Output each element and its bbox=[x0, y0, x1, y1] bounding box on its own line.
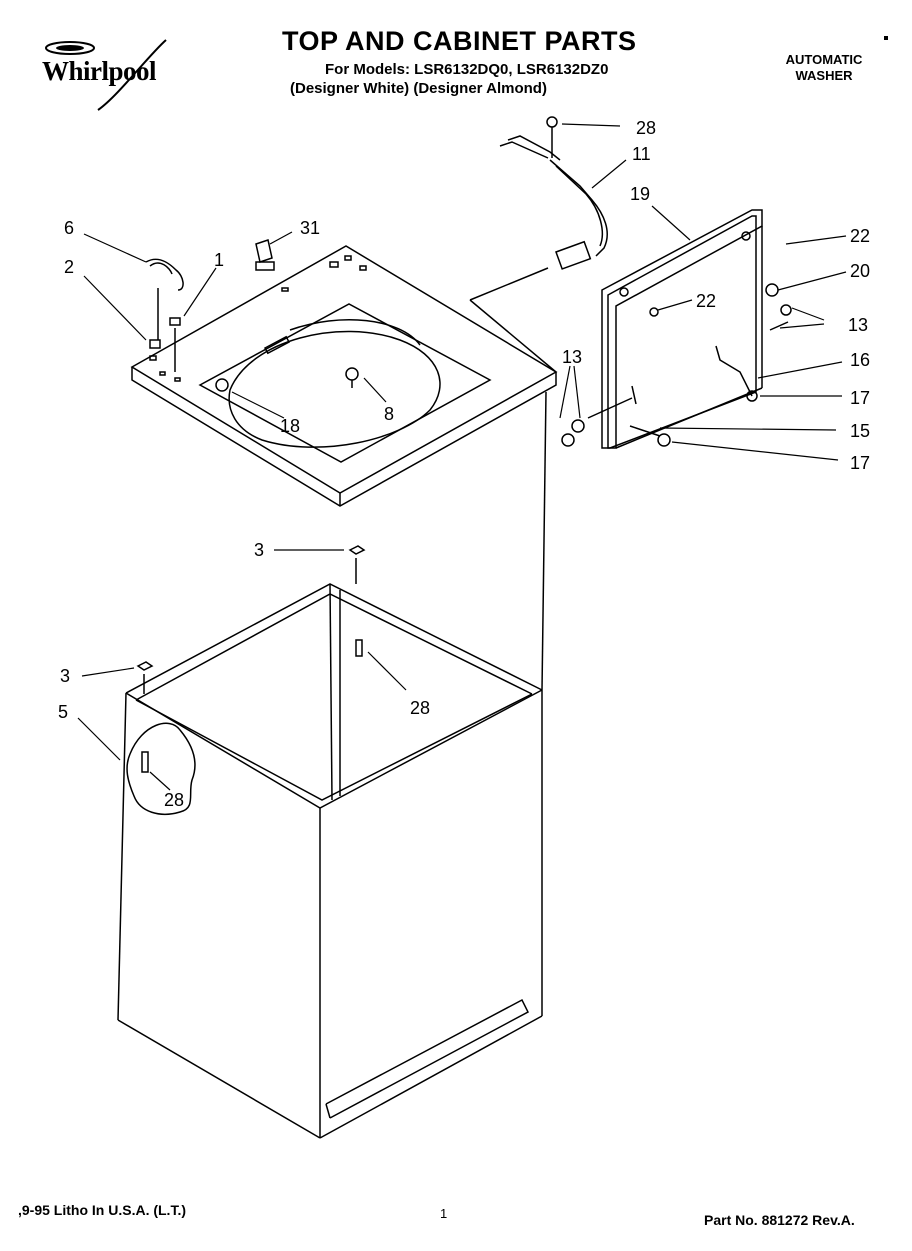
callout-28-cabinet: 28 bbox=[410, 698, 430, 718]
callout-28-cutaway: 28 bbox=[164, 790, 184, 810]
models-line: For Models: LSR6132DQ0, LSR6132DZ0 bbox=[325, 61, 609, 78]
leader-lines bbox=[77, 123, 847, 791]
page-number: 1 bbox=[440, 1206, 448, 1221]
callout-3-upper: 3 bbox=[254, 540, 264, 560]
callout-31: 31 bbox=[300, 218, 320, 238]
callout-17-lower: 17 bbox=[850, 453, 870, 473]
part-31-bracket bbox=[255, 239, 275, 271]
callout-22-right: 22 bbox=[850, 226, 870, 246]
callout-8: 8 bbox=[384, 404, 394, 424]
brand-name: Whirlpool bbox=[42, 56, 157, 86]
product-type: AUTOMATIC WASHER bbox=[776, 52, 872, 84]
logo-swoosh-icon bbox=[45, 39, 167, 111]
callout-13-right: 13 bbox=[848, 315, 868, 335]
callout-17-upper: 17 bbox=[850, 388, 870, 408]
callout-3-lower: 3 bbox=[60, 666, 70, 686]
callout-13-left: 13 bbox=[562, 347, 582, 367]
callout-5: 5 bbox=[58, 702, 68, 722]
console-frame bbox=[601, 209, 763, 449]
part-3-clips bbox=[136, 545, 366, 694]
callout-1: 1 bbox=[214, 250, 224, 270]
callout-6: 6 bbox=[64, 218, 74, 238]
variants-line: (Designer White) (Designer Almond) bbox=[290, 80, 547, 97]
callout-labels: 28 11 19 22 20 13 16 17 15 17 22 13 6 31… bbox=[58, 118, 870, 810]
wire-harness bbox=[469, 135, 608, 373]
callout-11: 11 bbox=[632, 144, 651, 164]
callout-22-console: 22 bbox=[696, 291, 716, 311]
callout-18: 18 bbox=[280, 416, 300, 436]
part-8-screw bbox=[345, 367, 359, 388]
part-2-bracket bbox=[149, 288, 161, 349]
whirlpool-logo: Whirlpool bbox=[38, 36, 198, 112]
litho-note: ,9-95 Litho In U.S.A. (L.T.) bbox=[18, 1202, 186, 1218]
product-type-line1: AUTOMATIC bbox=[785, 52, 863, 67]
page-title: TOP AND CABINET PARTS bbox=[282, 26, 637, 56]
part-28-screw-top bbox=[546, 116, 558, 158]
top-panel bbox=[130, 245, 558, 507]
product-type-line2: WASHER bbox=[795, 68, 853, 83]
part-28-screws-cabinet bbox=[141, 639, 363, 773]
cabinet bbox=[117, 391, 547, 1139]
corner-mark bbox=[884, 36, 888, 40]
part-6-spring bbox=[145, 258, 184, 291]
callout-2: 2 bbox=[64, 257, 74, 277]
callout-16: 16 bbox=[850, 350, 870, 370]
callout-15: 15 bbox=[850, 421, 870, 441]
part-number: Part No. 881272 Rev.A. bbox=[704, 1212, 855, 1228]
part-1-clip bbox=[169, 317, 181, 372]
callout-28-top: 28 bbox=[636, 118, 656, 138]
callout-20: 20 bbox=[850, 261, 870, 281]
callout-19: 19 bbox=[630, 184, 650, 204]
